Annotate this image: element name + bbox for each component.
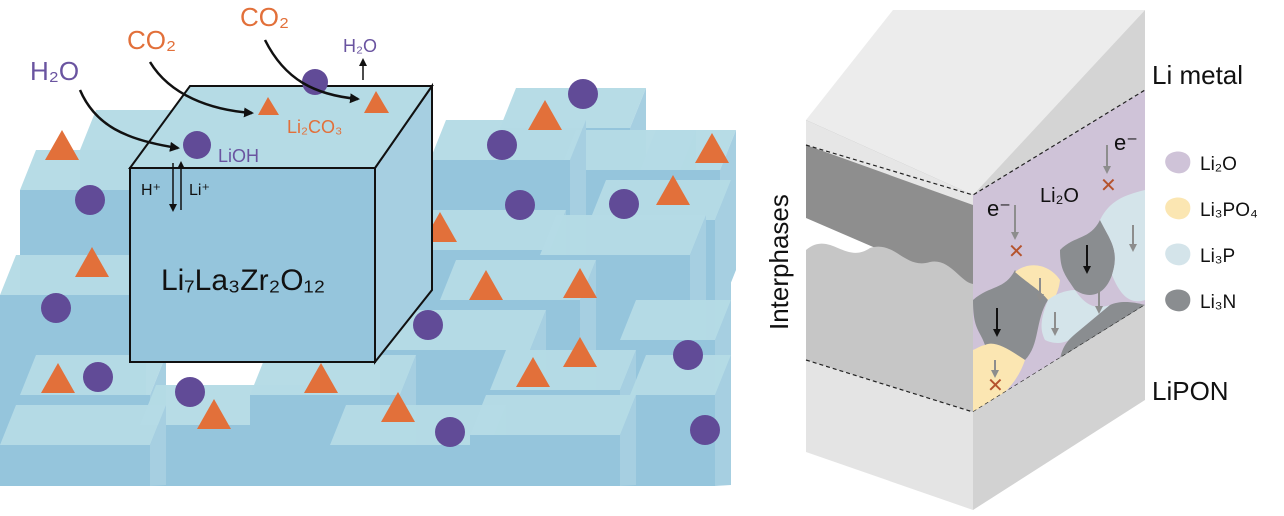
- legend-label: Li₃P: [1200, 246, 1235, 267]
- lioh-circle: [75, 185, 105, 215]
- li-metal-front-face: [806, 120, 973, 205]
- li2co3-triangle: [528, 100, 562, 130]
- li2co3-triangle: [656, 175, 690, 205]
- li-metal-label: Li metal: [1152, 60, 1243, 90]
- li-metal-side-face: [973, 10, 1145, 195]
- lioh-circle: [175, 377, 205, 407]
- tile-front: [470, 435, 620, 486]
- tile-front: [330, 445, 490, 486]
- lioh-circle: [413, 310, 443, 340]
- li2co3-triangle: [304, 363, 338, 393]
- li3n-grain: [973, 270, 1048, 360]
- surface-species: [41, 79, 729, 447]
- tile-top: [250, 355, 416, 395]
- lipon-label: LiPON: [1152, 376, 1229, 406]
- li2co3-triangle: [258, 97, 279, 115]
- llzo-crystal-cube: [128, 69, 434, 365]
- co2-label: CO₂: [127, 25, 176, 55]
- lioh-circle: [41, 293, 71, 323]
- h2o-product-label: H₂O: [343, 36, 377, 56]
- lioh-circle: [487, 130, 517, 160]
- li2co3-triangle: [45, 130, 79, 160]
- tile-top: [470, 395, 636, 435]
- electron-label: e⁻: [987, 196, 1011, 221]
- tile-side: [715, 355, 731, 486]
- li2co3-triangle: [364, 91, 389, 113]
- lioh-circle: [609, 189, 639, 219]
- lioh-circle: [568, 79, 598, 109]
- tile-top: [0, 255, 146, 295]
- h2o-label: H₂O: [30, 56, 79, 86]
- upper-interface-line: [805, 89, 1146, 196]
- li2co3-triangle: [695, 133, 729, 163]
- li2co3-triangle: [75, 247, 109, 277]
- electron-label: e⁻: [1114, 130, 1138, 155]
- legend-swatch: [1165, 243, 1191, 266]
- tile-top: [540, 215, 706, 255]
- li3po4-grain: [1015, 265, 1060, 304]
- interphase-front-light: [806, 243, 973, 412]
- electron-paths: ✕ ✕ ✕: [987, 145, 1137, 397]
- lipon-front-face: [806, 360, 973, 510]
- lithium-ion-label: Li⁺: [189, 182, 210, 199]
- legend-label: Li₃PO₄: [1200, 200, 1258, 221]
- co2-label: CO₂: [240, 2, 289, 32]
- interphases-label: Interphases: [764, 194, 794, 330]
- li3po4-grain: [973, 343, 1025, 412]
- tile-top: [0, 405, 166, 445]
- legend-swatch: [1165, 289, 1191, 312]
- li2co3-triangle: [516, 357, 550, 387]
- lower-interface-line: [805, 304, 1146, 413]
- blocked-cross: ✕: [1100, 175, 1117, 197]
- lioh-circle: [302, 69, 328, 95]
- li3p-grain: [1100, 190, 1145, 302]
- interphase-panel: ✕ ✕ ✕ e⁻ e⁻ Li₂O Li metal LiPON Interpha…: [764, 10, 1258, 510]
- li2co3-triangle: [41, 363, 75, 393]
- tile-base-mask: [0, 486, 720, 516]
- li2co3-label: Li₂CO₃: [287, 117, 342, 137]
- lioh-label: LiOH: [218, 146, 259, 166]
- llzo-formula: Li₇La₃Zr₂O₁₂: [161, 264, 325, 297]
- legend-swatch: [1165, 197, 1191, 220]
- lioh-circle: [673, 340, 703, 370]
- interphase-front-dark: [806, 120, 973, 290]
- li-metal-top-face: [806, 10, 1145, 195]
- tile-top: [620, 300, 731, 340]
- legend-label: Li₂O: [1200, 154, 1237, 175]
- llzo-panel: H₂O CO₂ CO₂ H₂O LiOH Li₂CO₃ H⁺ Li⁺ Li₇La…: [0, 2, 736, 516]
- li2co3-triangle: [563, 337, 597, 367]
- lipon-side-face: [973, 305, 1145, 510]
- tile-side: [620, 395, 636, 486]
- li2co3-triangle: [197, 399, 231, 429]
- tile-top: [630, 355, 731, 395]
- reaction-arrows: [78, 39, 367, 212]
- lioh-circle: [505, 190, 535, 220]
- lioh-circle: [435, 417, 465, 447]
- li2o-inline-label: Li₂O: [1040, 185, 1079, 207]
- li2co3-triangle: [381, 392, 415, 422]
- legend-label: Li₃N: [1200, 292, 1236, 313]
- tile-top: [490, 350, 636, 390]
- lioh-circle: [183, 131, 211, 159]
- blocked-cross: ✕: [1008, 241, 1025, 263]
- lioh-circle: [690, 415, 720, 445]
- proton-label: H⁺: [141, 182, 161, 199]
- legend: Li₂O Li₃PO₄ Li₃P Li₃N: [1165, 151, 1258, 313]
- tile-side: [150, 405, 166, 486]
- li2co3-triangle: [469, 270, 503, 300]
- blocked-cross: ✕: [987, 375, 1004, 397]
- li2co3-triangle: [563, 268, 597, 298]
- tile-front: [0, 445, 150, 486]
- tile-front: [630, 395, 715, 486]
- lioh-circle: [83, 362, 113, 392]
- legend-swatch: [1165, 151, 1191, 174]
